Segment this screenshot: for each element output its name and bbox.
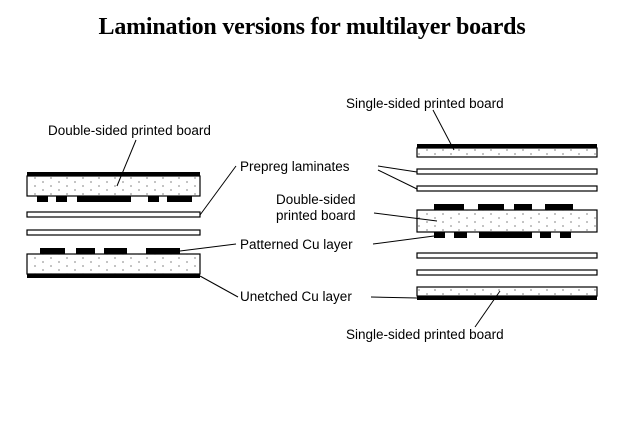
leader-prepreg-right-1 [377,165,418,173]
right-prepreg-3 [416,252,598,259]
leader-single-sided-bottom [474,290,501,328]
cu-pad [146,248,180,254]
cu-pad [167,196,192,202]
leader-patterned-cu-right [372,235,435,245]
label-prepreg-laminates: Prepreg laminates [240,159,350,174]
leader-double-sided-right [373,212,438,222]
cu-pad [148,196,159,202]
cu-pad [56,196,67,202]
cu-pad [40,248,65,254]
leader-unetched-cu-right [370,296,418,299]
cu-pad [76,248,95,254]
cu-pad [434,204,464,210]
label-patterned-cu: Patterned Cu layer [240,237,353,252]
left-stack [26,172,201,278]
label-left-double-sided: Double-sided printed board [48,123,211,138]
cu-pad [560,232,571,238]
right-stack [416,144,598,300]
unetched-cu-top [417,144,597,148]
cu-pad [454,232,467,238]
board-core [26,175,201,197]
left-prepreg-1 [26,211,201,218]
leader-prepreg-right-2 [377,169,418,190]
label-right-single-sided-top: Single-sided printed board [346,96,504,111]
right-prepreg-1 [416,168,598,175]
right-double-sided-board [416,204,598,238]
cu-pad [479,232,532,238]
cu-pad [545,204,573,210]
leader-single-sided-top [432,109,455,151]
diagram-title: Lamination versions for multilayer board… [98,14,526,40]
label-right-single-sided-bottom: Single-sided printed board [346,327,504,342]
unetched-cu-bottom [417,296,597,300]
left-double-sided-board-bottom [26,248,201,278]
board-core [416,209,598,233]
leader-prepreg-left [199,165,237,216]
cu-pad [514,204,532,210]
unetched-cu-top [27,172,200,176]
label-double-sided-line2: printed board [276,208,356,223]
cu-pad [478,204,504,210]
labels: Double-sided printed board Prepreg lamin… [48,96,504,342]
board-core [416,147,598,158]
right-single-sided-board-bottom [416,286,598,300]
left-prepreg-2 [26,229,201,236]
leader-patterned-cu-left [179,243,237,252]
left-double-sided-board-top [26,172,201,202]
cu-pad [434,232,445,238]
cu-pad [37,196,48,202]
cu-pad [77,196,131,202]
unetched-cu-bottom [27,274,200,278]
label-unetched-cu: Unetched Cu layer [240,289,352,304]
board-core [26,253,201,275]
leader-unetched-cu-left [199,275,239,298]
right-single-sided-board-top [416,144,598,158]
cu-pad [104,248,127,254]
cu-pad [540,232,551,238]
board-core [416,286,598,297]
right-prepreg-2 [416,185,598,192]
leader-lines [116,109,501,328]
leader-double-sided-top [116,139,137,187]
right-prepreg-4 [416,269,598,276]
label-double-sided-line1: Double-sided [276,192,356,207]
